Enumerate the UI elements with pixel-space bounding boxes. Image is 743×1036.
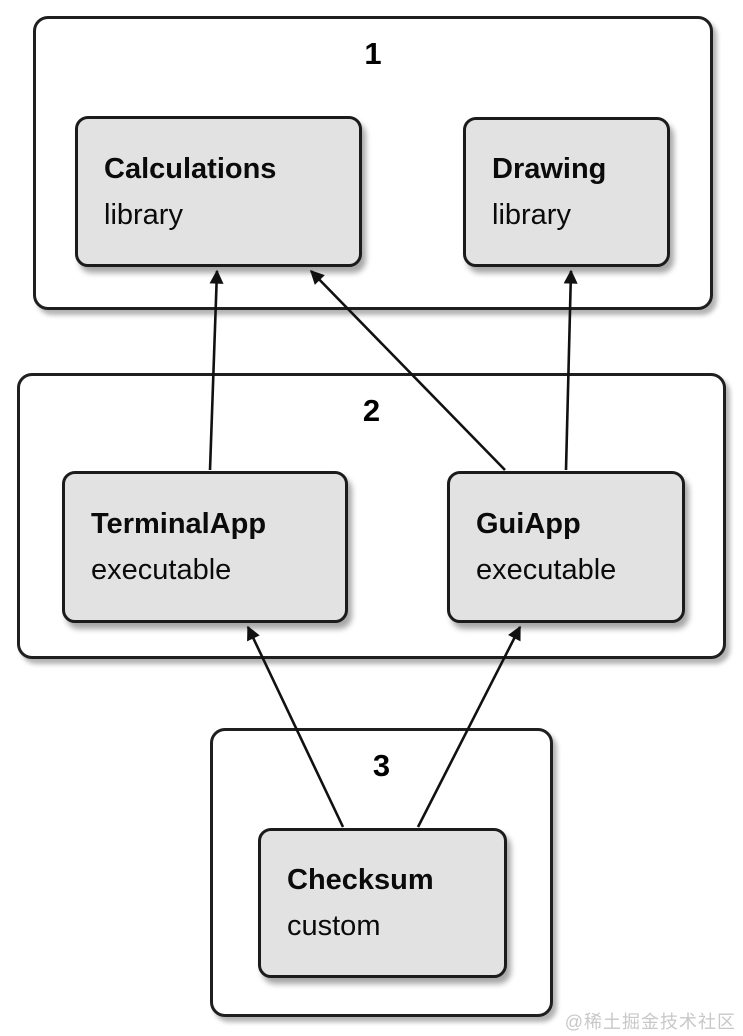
node-terminalapp: TerminalApp executable <box>62 471 348 623</box>
node-subtitle: library <box>492 199 571 231</box>
node-subtitle: executable <box>91 554 232 586</box>
node-drawing: Drawing library <box>463 117 670 267</box>
node-checksum: Checksum custom <box>258 828 507 978</box>
node-title: TerminalApp <box>91 508 267 540</box>
node-calculations: Calculations library <box>75 116 362 267</box>
node-title: Calculations <box>104 152 277 185</box>
watermark: @稀土掘金技术社区 <box>564 1012 736 1032</box>
group-label: 2 <box>362 393 381 428</box>
group-label: 3 <box>372 748 391 783</box>
node-subtitle: custom <box>287 910 381 942</box>
node-title: Checksum <box>287 864 434 896</box>
node-title: Drawing <box>492 153 607 185</box>
node-subtitle: executable <box>476 554 617 586</box>
node-subtitle: library <box>104 198 183 231</box>
node-guiapp: GuiApp executable <box>447 471 685 623</box>
group-label: 1 <box>364 36 382 71</box>
node-title: GuiApp <box>476 508 581 540</box>
